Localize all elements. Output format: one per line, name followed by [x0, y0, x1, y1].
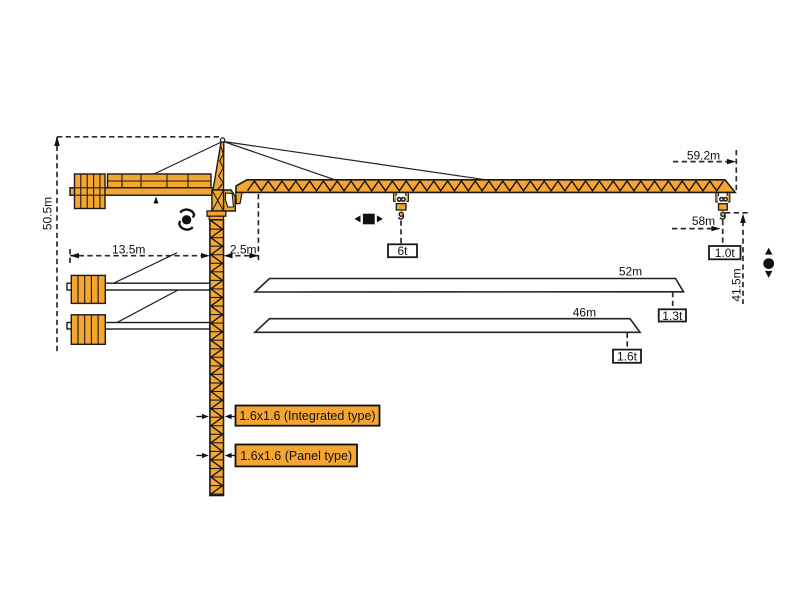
svg-text:1.6x1.6 (Panel type): 1.6x1.6 (Panel type) — [240, 449, 352, 463]
svg-text:46m: 46m — [573, 305, 596, 319]
svg-text:13.5m: 13.5m — [112, 243, 145, 257]
svg-text:41.5m: 41.5m — [729, 268, 743, 301]
svg-text:52m: 52m — [619, 265, 642, 279]
svg-text:6t: 6t — [397, 244, 408, 258]
svg-text:1.6x1.6 (Integrated type): 1.6x1.6 (Integrated type) — [239, 409, 375, 423]
svg-text:2.5m: 2.5m — [230, 242, 257, 256]
svg-text:50.5m: 50.5m — [41, 197, 55, 230]
svg-text:1.0t: 1.0t — [715, 246, 736, 260]
svg-text:1.3t: 1.3t — [662, 309, 683, 323]
svg-text:59.2m: 59.2m — [687, 148, 720, 162]
svg-text:1.6t: 1.6t — [617, 350, 638, 364]
svg-text:58m: 58m — [692, 214, 715, 228]
